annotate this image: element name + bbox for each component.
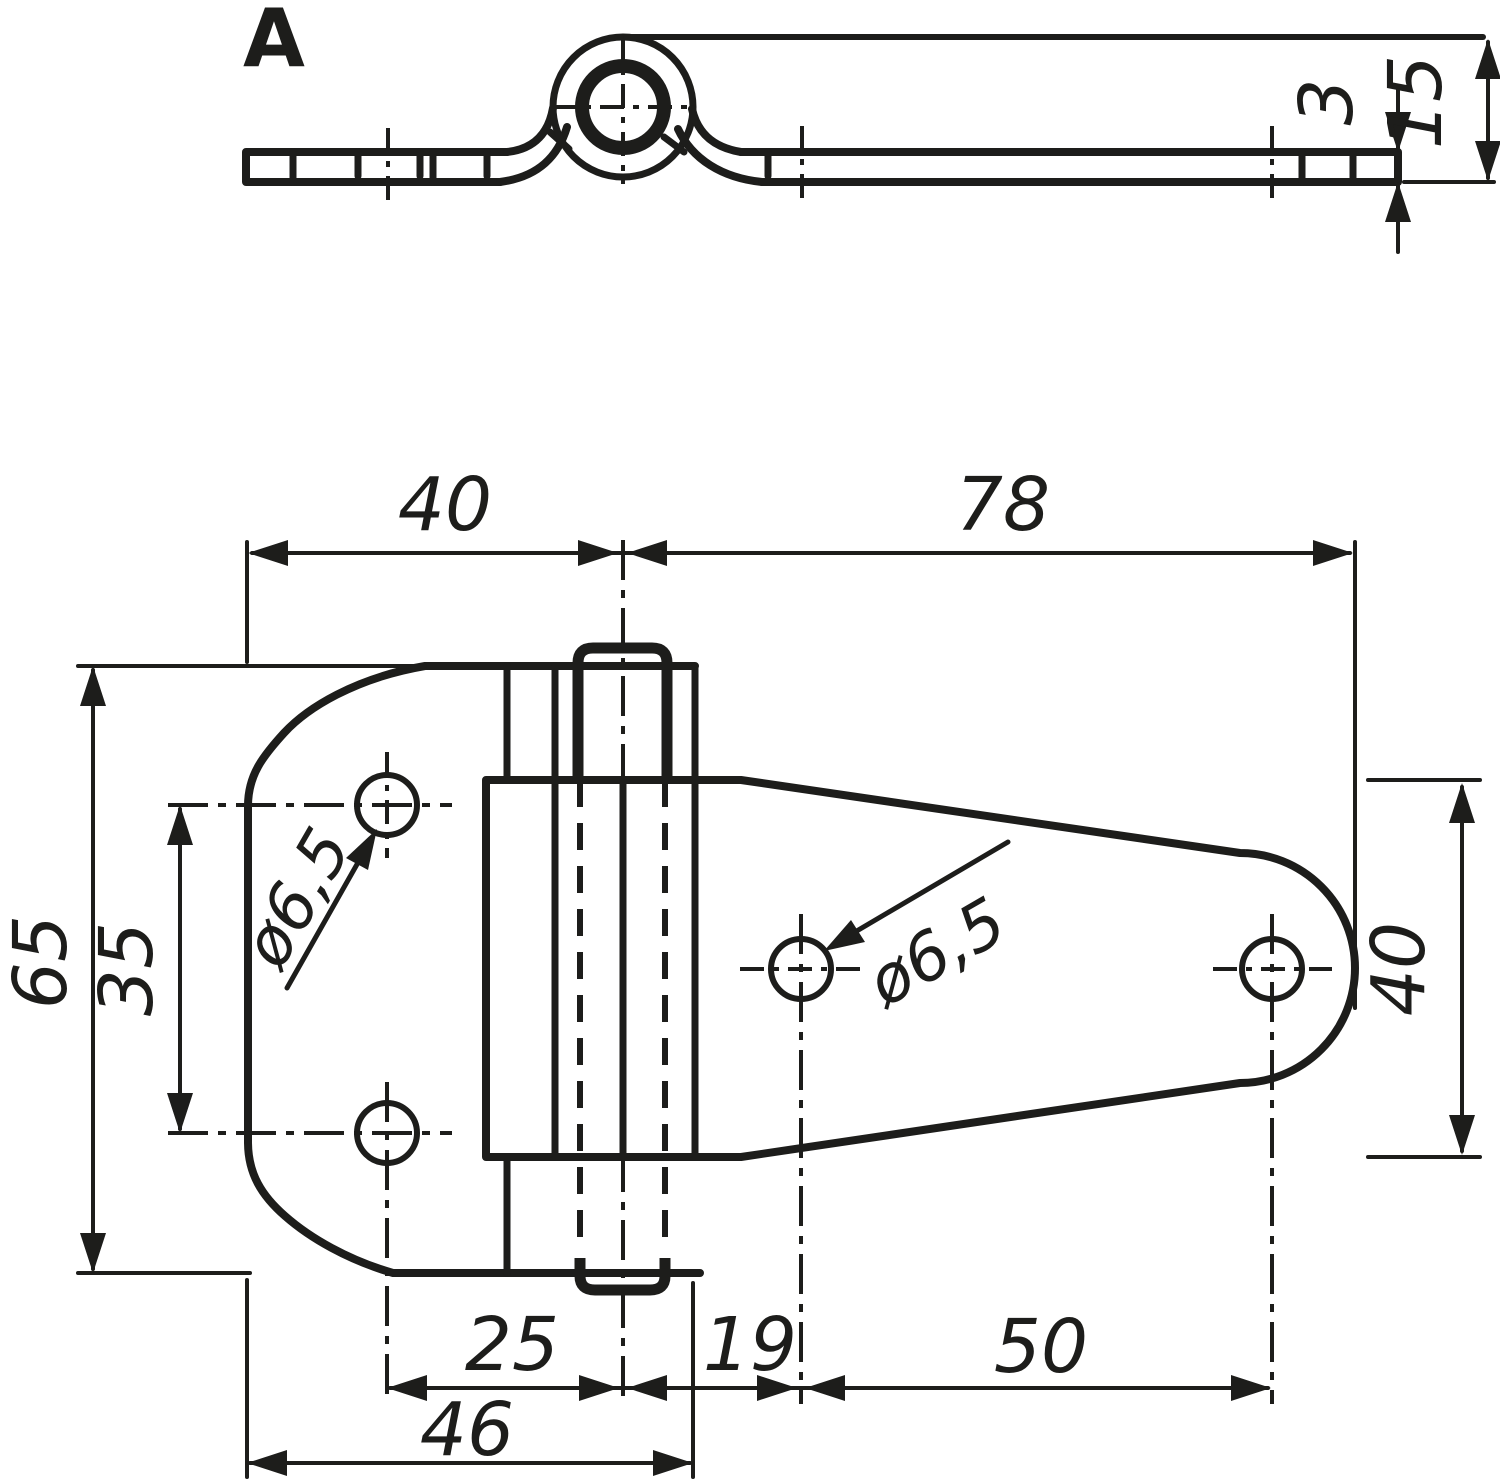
view-a-label: A [243,0,305,85]
arrowhead-up-icon [167,805,193,845]
arrowhead-left-icon [387,1375,427,1401]
arrowhead-left-icon [247,1450,287,1476]
dim-text-65: 65 [0,915,84,1009]
dim-text-35: 35 [84,922,170,1016]
side-left-bend-bottom [496,123,571,186]
dim-text-25: 25 [465,1302,559,1388]
arrowhead-right-icon [578,540,618,566]
leader-arrowhead-icon [824,920,865,951]
dim-text-78: 78 [956,462,1050,548]
arrowhead-up-icon [1449,783,1475,823]
dim-text-19: 19 [703,1302,797,1388]
callout-strap-hole: ø6,5 [824,839,1019,1023]
dim-35: 35 [84,805,193,1133]
dim-text-46: 46 [420,1387,514,1473]
arrowhead-down-icon [1475,141,1500,181]
dim-strap-width-40: 40 [1356,778,1482,1159]
arrowhead-up-icon [1385,182,1411,222]
dim-text-15: 15 [1373,55,1459,149]
leader-line [284,856,363,991]
plan-view: 40 78 65 35 40 [0,462,1482,1479]
side-view: A [242,0,1500,254]
arrowhead-right-icon [579,1375,619,1401]
arrowhead-right-icon [1313,540,1353,566]
dim-top: 40 78 [245,462,1357,1010]
side-left-bend-top [503,104,557,156]
dim-65: 65 [0,664,427,1275]
arrowhead-right-icon [653,1450,693,1476]
side-seam-right [660,133,688,156]
dim-text-3: 3 [1284,78,1370,125]
dim-text-40: 40 [398,462,492,548]
plate-outline [244,662,704,1277]
dia-text-right: ø6,5 [854,883,1019,1023]
arrowhead-up-icon [1475,39,1500,79]
arrowhead-left-icon [805,1375,845,1401]
arrowhead-down-icon [167,1093,193,1133]
arrowhead-down-icon [80,1233,106,1273]
dim-height-15: 15 [1373,39,1500,184]
arrowhead-up-icon [80,666,106,706]
leader-arrowhead-icon [346,829,377,870]
side-ticks [289,148,1357,186]
side-right-strip [737,148,1402,186]
dim-bottom-chain: 25 19 50 [387,1302,1271,1401]
dim-thickness-3: 3 [1284,78,1411,254]
center-lines [168,540,1332,1404]
arrowhead-left-icon [627,540,667,566]
dim-text-50: 50 [994,1304,1088,1390]
side-right-bend-bottom [674,125,766,186]
side-left-strip [242,148,511,186]
arrowhead-right-icon [1231,1375,1271,1401]
arrowhead-right-icon [757,1375,797,1401]
arrowhead-down-icon [1385,112,1411,152]
dim-46: 46 [245,1278,695,1479]
dim-text-40-right: 40 [1356,922,1442,1016]
leader-line [852,839,1011,935]
arrowhead-down-icon [1449,1115,1475,1155]
arrowhead-left-icon [627,1375,667,1401]
arrowhead-left-icon [248,540,288,566]
side-right-bend-top [688,105,745,156]
